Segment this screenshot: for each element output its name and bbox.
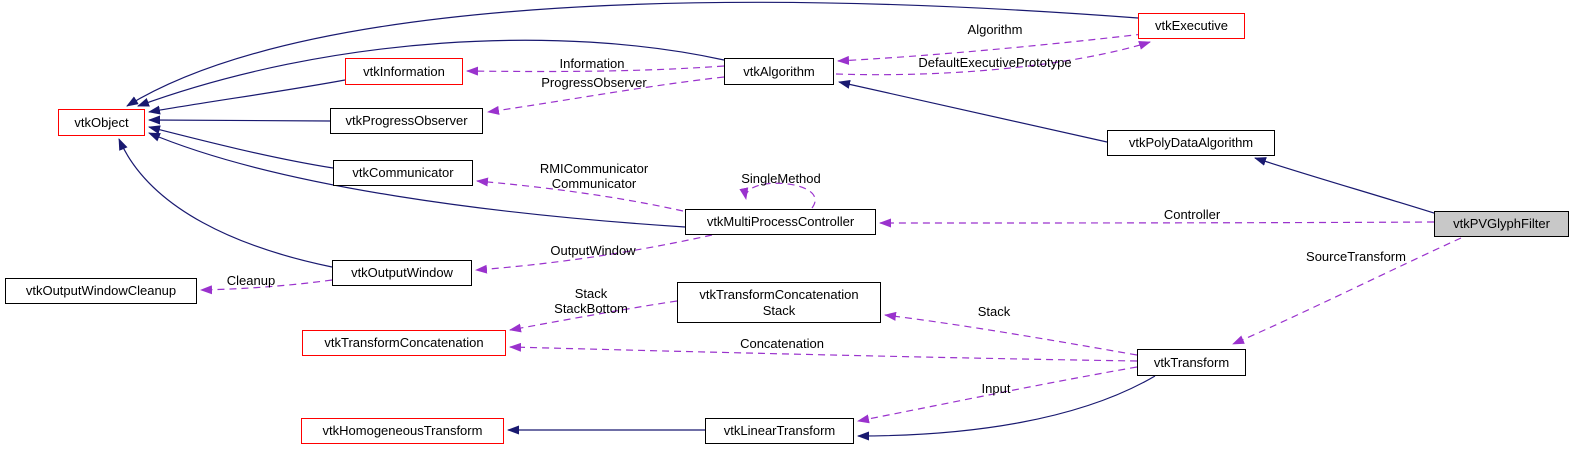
edge-vtkProgressObserver--vtkObject [148,115,331,125]
edge-vtkExecutive--vtkObject [126,1,1139,107]
edge-vtkTransform--vtkLinearTransform [857,375,1156,441]
class-node-vtkInformation[interactable]: vtkInformation [345,58,463,85]
class-node-label: vtkTransform [1153,354,1230,370]
edge-vtkTransform--vtkLinearTransform-Input [857,366,1138,424]
edge-vtkTransform--vtkTransformConcatenationStack-Stack [884,311,1138,356]
class-node-label: vtkMultiProcessController [706,214,855,229]
class-node-vtkPVGlyphFilter: vtkPVGlyphFilter [1434,211,1569,237]
edge-vtkMultiProcessController--vtkMultiProcessController-SingleMethod [739,182,816,209]
class-node-vtkAlgorithm[interactable]: vtkAlgorithm [724,58,834,85]
edge-vtkOutputWindow--vtkOutputWindowCleanup-Cleanup [200,279,333,295]
class-node-vtkTransformConcatenation[interactable]: vtkTransformConcatenation [302,330,506,356]
edge-vtkOutputWindow--vtkObject [118,138,333,268]
class-node-label: vtkPVGlyphFilter [1453,216,1550,231]
class-node-vtkObject[interactable]: vtkObject [58,109,145,136]
class-node-label: vtkTransformConcatenation [324,335,484,350]
class-node-label: vtkOutputWindowCleanup [25,283,177,298]
class-node-vtkTransform[interactable]: vtkTransform [1137,349,1246,376]
edge-vtkPVGlyphFilter--vtkTransform-SourceTransform [1232,237,1462,345]
edge-vtkPVGlyphFilter--vtkPolyDataAlgorithm [1254,157,1438,215]
class-node-vtkMultiProcessController[interactable]: vtkMultiProcessController [685,209,876,235]
class-node-label: Stack [762,302,796,318]
edge-vtkAlgorithm--vtkExecutive-DefaultExecutivePrototype [835,41,1151,76]
edge-vtkMultiProcessController--vtkObject [148,132,686,228]
edge-vtkAlgorithm--vtkProgressObserver-ProgressObserver [487,76,725,115]
edge-vtkTransform--vtkTransformConcatenation-Concatenation [509,342,1138,362]
edge-vtkInformation--vtkObject [148,79,346,115]
class-node-label: vtkTransformConcatenation [699,286,859,302]
class-node-label: vtkExecutive [1155,18,1228,33]
class-node-label: vtkPolyDataAlgorithm [1128,135,1254,150]
class-node-vtkExecutive[interactable]: vtkExecutive [1138,13,1245,39]
class-node-label: vtkInformation [363,63,445,79]
class-node-label: vtkOutputWindow [351,265,453,280]
edge-vtkTransformConcatenationStack--vtkTransformConcatenation-Stack [509,300,678,333]
class-node-vtkCommunicator[interactable]: vtkCommunicator [333,160,473,186]
class-node-vtkPolyDataAlgorithm[interactable]: vtkPolyDataAlgorithm [1107,130,1275,156]
class-node-vtkLinearTransform[interactable]: vtkLinearTransform [705,418,854,444]
edge-vtkMultiProcessController--vtkOutputWindow-OutputWindow [475,234,713,274]
edge-vtkMultiProcessController--vtkCommunicator-RMICommunicator [476,177,684,212]
class-node-label: vtkLinearTransform [723,423,836,438]
class-node-vtkHomogeneousTransform[interactable]: vtkHomogeneousTransform [301,418,504,444]
edge-vtkCommunicator--vtkObject [148,125,334,169]
edge-vtkAlgorithm--vtkObject [137,39,725,107]
edge-vtkExecutive--vtkAlgorithm-Algorithm [837,33,1144,65]
class-node-label: vtkAlgorithm [743,63,815,79]
class-node-label: vtkHomogeneousTransform [322,423,483,438]
edge-vtkPolyDataAlgorithm--vtkAlgorithm [838,79,1108,143]
class-node-label: vtkProgressObserver [345,113,468,128]
class-node-vtkOutputWindow[interactable]: vtkOutputWindow [332,260,472,286]
class-node-label: vtkObject [74,114,129,130]
class-node-vtkOutputWindowCleanup[interactable]: vtkOutputWindowCleanup [5,278,197,304]
class-node-vtkProgressObserver[interactable]: vtkProgressObserver [330,108,483,134]
edge-vtkAlgorithm--vtkInformation-Information [466,65,725,76]
edge-vtkPVGlyphFilter--vtkMultiProcessController-Controller [879,218,1435,228]
class-node-label: vtkCommunicator [352,165,454,180]
